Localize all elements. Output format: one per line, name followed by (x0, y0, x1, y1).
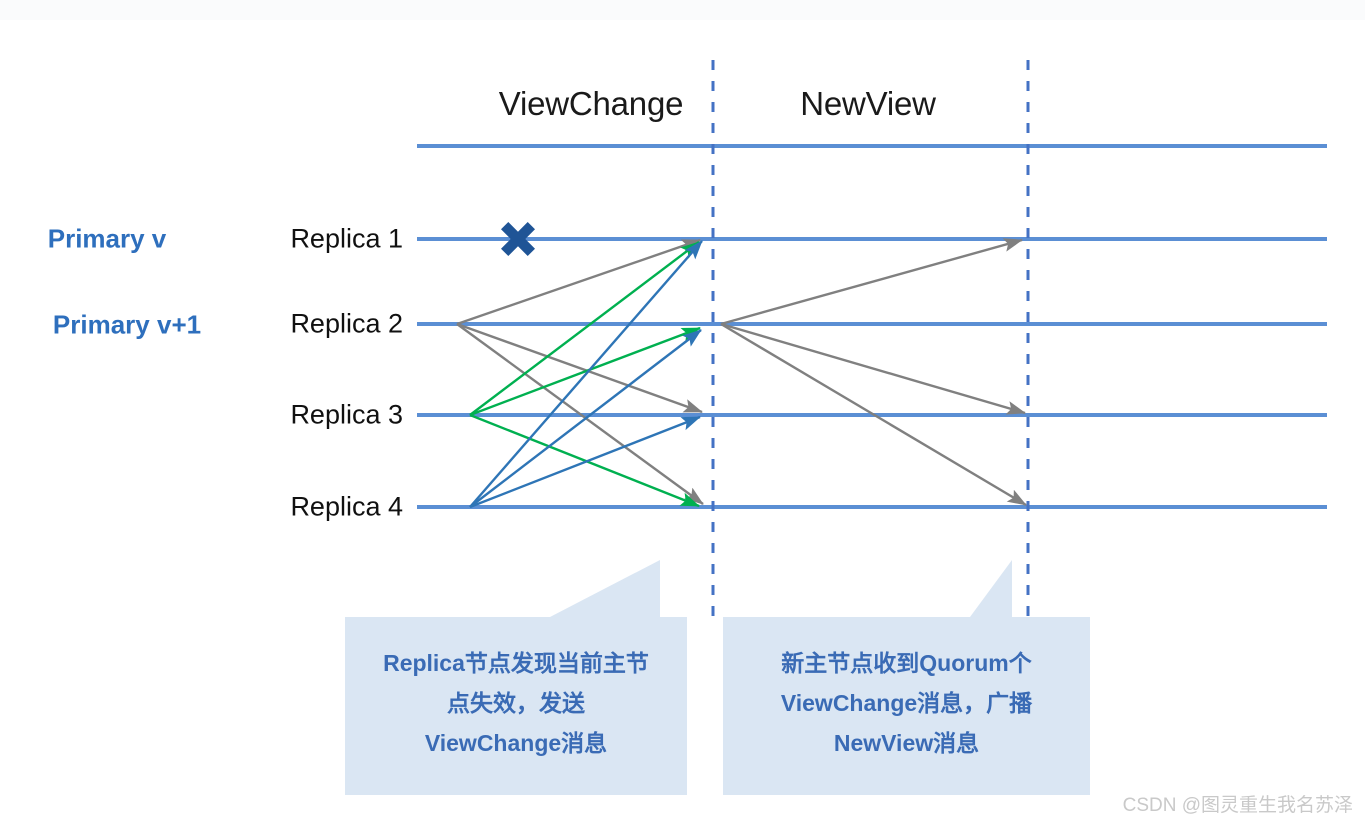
callout-newview-box (723, 617, 1090, 795)
callout-shapes (345, 560, 1090, 795)
vc-r3-to-r1 (469, 241, 700, 416)
top-band (0, 0, 1365, 20)
label-replica-2: Replica 2 (290, 308, 403, 339)
vc-r3-to-r2 (469, 326, 701, 417)
callout-newview-tail (970, 560, 1012, 617)
nv-r2-to-r3 (720, 322, 1026, 415)
label-primary-v: Primary v (47, 223, 167, 254)
label-replica-4: Replica 4 (290, 491, 403, 522)
nv-r2-to-r1 (720, 238, 1023, 326)
label-replica-3: Replica 3 (290, 399, 403, 430)
message-arrows (456, 238, 1027, 509)
phase-label-newview: NewView (800, 85, 936, 122)
phase-label-viewchange: ViewChange (498, 85, 684, 122)
callout-newview-text: 新主节点收到Quorum个 ViewChange消息，广播 NewView消息 (780, 650, 1033, 756)
vc-r4-to-r2 (469, 329, 702, 508)
failure-marker-layer (501, 222, 535, 256)
label-replica-1: Replica 1 (290, 223, 403, 254)
callout-viewchange-text: Replica节点发现当前主节 点失效，发送 ViewChange消息 (383, 650, 649, 756)
nv-r2-to-r4 (720, 322, 1027, 507)
callout-viewchange-tail (550, 560, 660, 617)
callout-viewchange-box (345, 617, 687, 795)
timeline-rules (417, 144, 1327, 509)
vc-r2-to-r3 (456, 322, 703, 414)
primary-failure-x (501, 222, 535, 256)
csdn-watermark: CSDN @图灵重生我名苏泽 (1122, 795, 1353, 816)
vc-r2-to-r4 (456, 323, 704, 505)
vc-r3-to-r4 (469, 413, 700, 508)
vc-r2-to-r1 (456, 238, 701, 326)
label-primary-v1: Primary v+1 (52, 309, 202, 340)
vc-r4-to-r1 (469, 240, 703, 508)
phase-dividers (711, 60, 1030, 618)
vc-r4-to-r3 (469, 415, 701, 509)
